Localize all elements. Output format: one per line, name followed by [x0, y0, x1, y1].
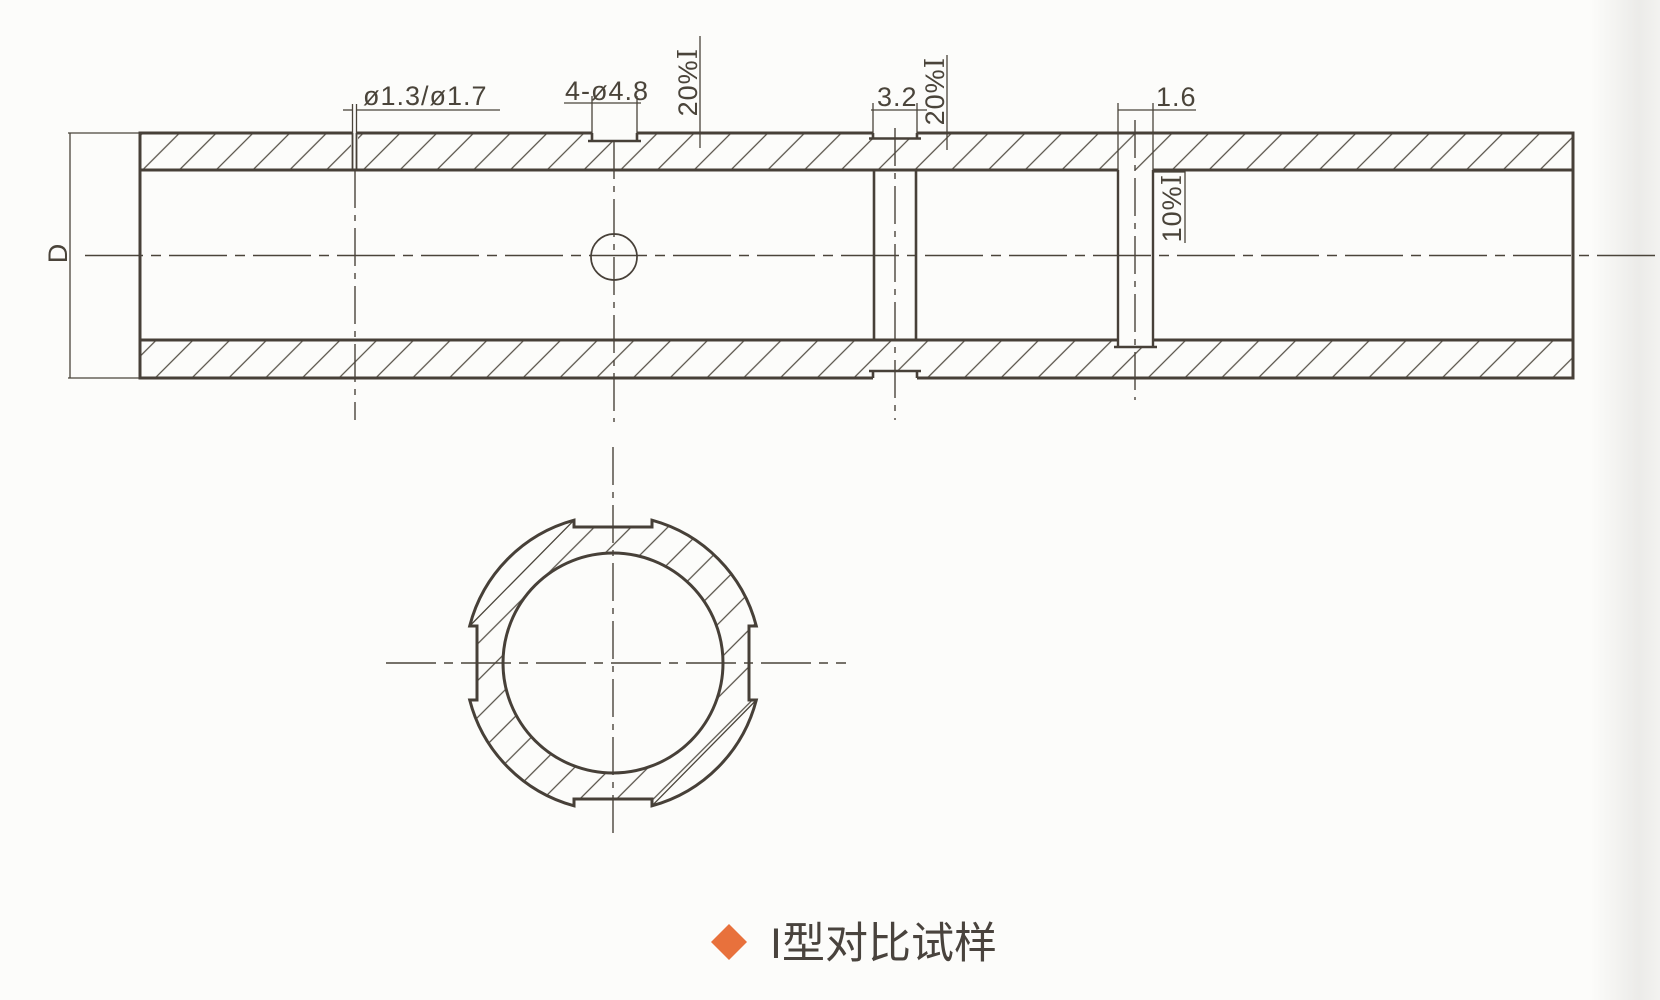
groove16-label: 1.6 — [1156, 82, 1197, 112]
dimension-lines — [68, 36, 1196, 379]
diamond-bullet-icon — [711, 924, 747, 960]
through-hole-label: ø1.3/ø1.7 — [363, 81, 488, 111]
fbh-depth-label: 20%I — [673, 48, 704, 117]
ring-outer-outline — [467, 518, 759, 808]
diameter-label: D — [43, 243, 73, 264]
caption-title: I型对比试样 — [770, 920, 997, 968]
inner-groove — [1114, 170, 1157, 349]
through-hole-slit — [351, 133, 358, 170]
through-hole-slit-cutout — [351, 131, 358, 169]
flat-chords — [469, 519, 757, 807]
fbh-label: 4-ø4.8 — [565, 76, 649, 106]
groove16-depth-leader — [1153, 171, 1186, 243]
radial-hole-circle — [590, 233, 638, 281]
ring-inner-circle — [501, 551, 725, 775]
tube-section-view: ø1.3/ø1.7 4-ø4.8 3.2 1.6 20%I 20%I 10%I … — [43, 36, 1656, 422]
tube-cross-section-view — [386, 447, 846, 838]
fbh-notch — [588, 133, 641, 143]
fbh-notch-cutout — [592, 132, 637, 141]
top-wall-hatch — [140, 133, 1573, 170]
groove32-depth-label: 20%I — [920, 57, 951, 126]
groove16-depth-label: 10%I — [1157, 174, 1188, 243]
caption: I型对比试样 — [711, 920, 997, 968]
groove32-label: 3.2 — [877, 82, 918, 112]
outer-groove — [869, 133, 921, 378]
tube-outline — [138, 131, 1575, 380]
bottom-wall-hatch — [140, 340, 1573, 378]
